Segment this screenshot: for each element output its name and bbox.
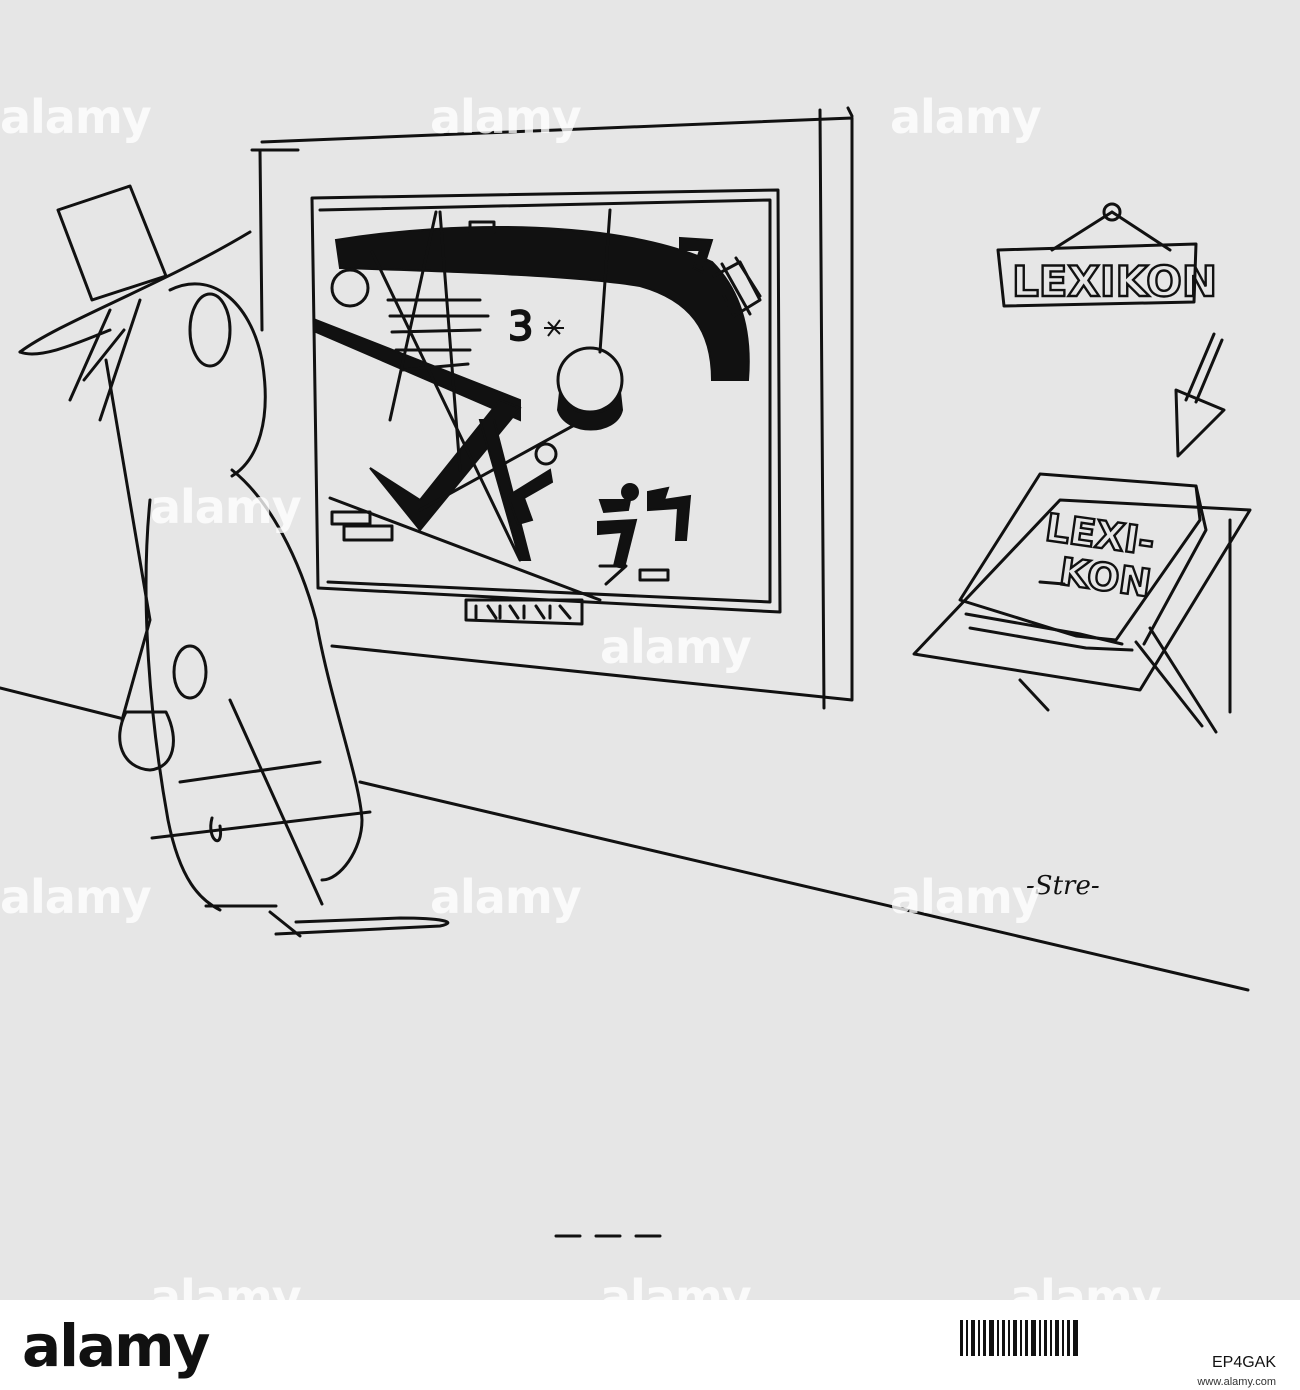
- watermark: alamy: [600, 620, 752, 674]
- drawing-canvas: 3: [0, 106, 1252, 1238]
- floor-line: [0, 686, 1250, 992]
- painting-glyph-katakana: [506, 468, 554, 526]
- watermark: alamy: [890, 870, 1042, 924]
- footer-bar: alamy EP4GAK www.alamy.com: [0, 1300, 1300, 1390]
- sign-text: LEXIKON: [1012, 257, 1217, 306]
- painting-plaque: [464, 598, 584, 626]
- watermark: alamy: [0, 90, 152, 144]
- watermark: alamy: [0, 870, 152, 924]
- man-ear: [172, 644, 208, 700]
- painting-circle: [330, 268, 370, 308]
- man-nose: [188, 292, 232, 368]
- brand-logo: alamy: [22, 1312, 210, 1380]
- book-stand: LEXI- KON: [912, 472, 1252, 734]
- man-hat-crown: [56, 184, 168, 302]
- arrow-down-icon: [1174, 332, 1226, 458]
- man-hat-brim: [18, 230, 252, 354]
- watermark: alamy: [890, 90, 1042, 144]
- barcode-icon: [960, 1320, 1078, 1356]
- picture-frame: [250, 106, 854, 710]
- lexikon-sign: LEXIKON: [996, 202, 1218, 308]
- man-cane: [228, 698, 324, 906]
- watermark: alamy: [150, 480, 302, 534]
- stand-top: [912, 498, 1252, 692]
- book: [958, 472, 1202, 642]
- painting-black-arc: [334, 226, 750, 381]
- painting-ball: [556, 346, 624, 414]
- abstract-painting: 3: [310, 188, 782, 626]
- artist-signature: -Stre-: [1026, 871, 1100, 901]
- watermark: alamy: [430, 90, 582, 144]
- site-url: www.alamy.com: [1197, 1376, 1276, 1388]
- watermark: alamy: [430, 870, 582, 924]
- painting-glyph-seven: [679, 236, 714, 274]
- image-id: EP4GAK: [1211, 1354, 1276, 1371]
- man-figure: [18, 184, 450, 938]
- man-hands: [118, 710, 175, 772]
- cartoon-drawing: 3: [0, 0, 1300, 1300]
- painting-numeral: 3: [508, 304, 533, 350]
